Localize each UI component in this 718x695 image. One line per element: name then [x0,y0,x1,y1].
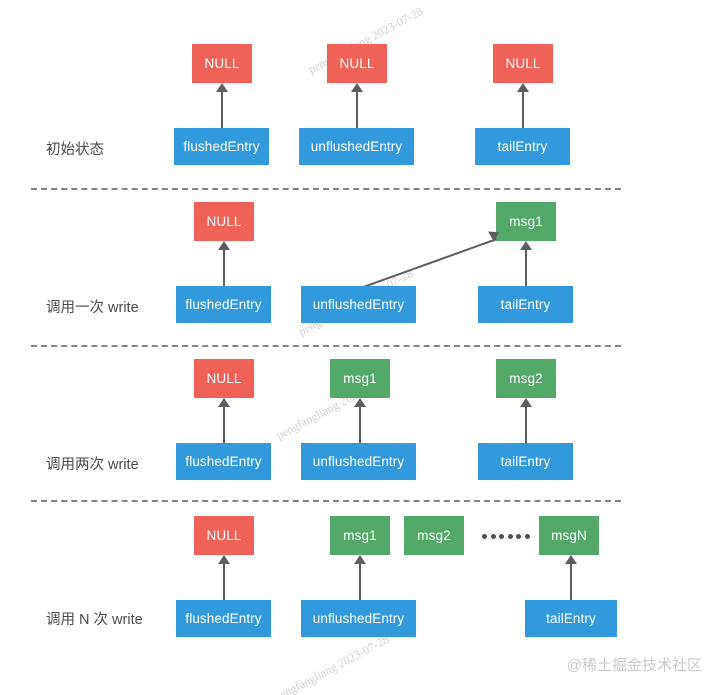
pointer-line [525,250,527,286]
flushed-entry-box: flushedEntry [176,443,271,480]
unflushed-entry-box: unflushedEntry [301,443,416,480]
row-label-n-writes: 调用 N 次 write [46,612,143,628]
pointer-line [221,92,223,128]
arrow-head-icon [520,241,532,250]
watermark-credit: @稀土掘金技术社区 [566,657,702,674]
arrow-head-icon [354,398,366,407]
arrow-head-icon [351,83,363,92]
flushed-entry-box: flushedEntry [176,286,271,323]
pointer-line [223,564,225,600]
unflushed-entry-box: unflushedEntry [301,600,416,637]
msg-box: msg1 [330,359,390,398]
null-box: NULL [327,44,387,83]
arrow-head-icon [517,83,529,92]
row-separator [31,188,621,190]
tail-entry-box: tailEntry [478,286,573,323]
unflushed-entry-box: unflushedEntry [299,128,414,165]
null-box: NULL [194,202,254,241]
pointer-line [359,564,361,600]
pointer-line [522,92,524,128]
pointer-line [525,407,527,443]
row-label-initial-state: 初始状态 [46,142,104,158]
pointer-line-diagonal [357,238,497,290]
flushed-entry-box: flushedEntry [176,600,271,637]
null-box: NULL [493,44,553,83]
msg-box: msg2 [496,359,556,398]
unflushed-entry-box: unflushedEntry [301,286,416,323]
arrow-head-icon [218,555,230,564]
row-separator [31,500,621,502]
row-separator [31,345,621,347]
arrow-head-icon [218,241,230,250]
msg-box: msgN [539,516,599,555]
ellipsis-dots [482,533,530,539]
flushed-entry-box: flushedEntry [174,128,269,165]
arrow-head-icon [520,398,532,407]
msg-box: msg1 [496,202,556,241]
row-label-two-writes: 调用两次 write [46,457,139,473]
null-box: NULL [194,359,254,398]
watermark-diagonal: pengfangliang 2023-07-28 [272,632,392,695]
msg-box: msg2 [404,516,464,555]
arrow-head-icon [218,398,230,407]
msg-box: msg1 [330,516,390,555]
tail-entry-box: tailEntry [475,128,570,165]
arrow-head-icon [565,555,577,564]
arrow-head-icon [354,555,366,564]
pointer-line [570,564,572,600]
pointer-line [223,407,225,443]
null-box: NULL [194,516,254,555]
pointer-line [356,92,358,128]
tail-entry-box: tailEntry [525,600,617,637]
arrow-head-icon [216,83,228,92]
pointer-line [223,250,225,286]
tail-entry-box: tailEntry [478,443,573,480]
null-box: NULL [192,44,252,83]
row-label-one-write: 调用一次 write [46,300,139,316]
pointer-line [359,407,361,443]
